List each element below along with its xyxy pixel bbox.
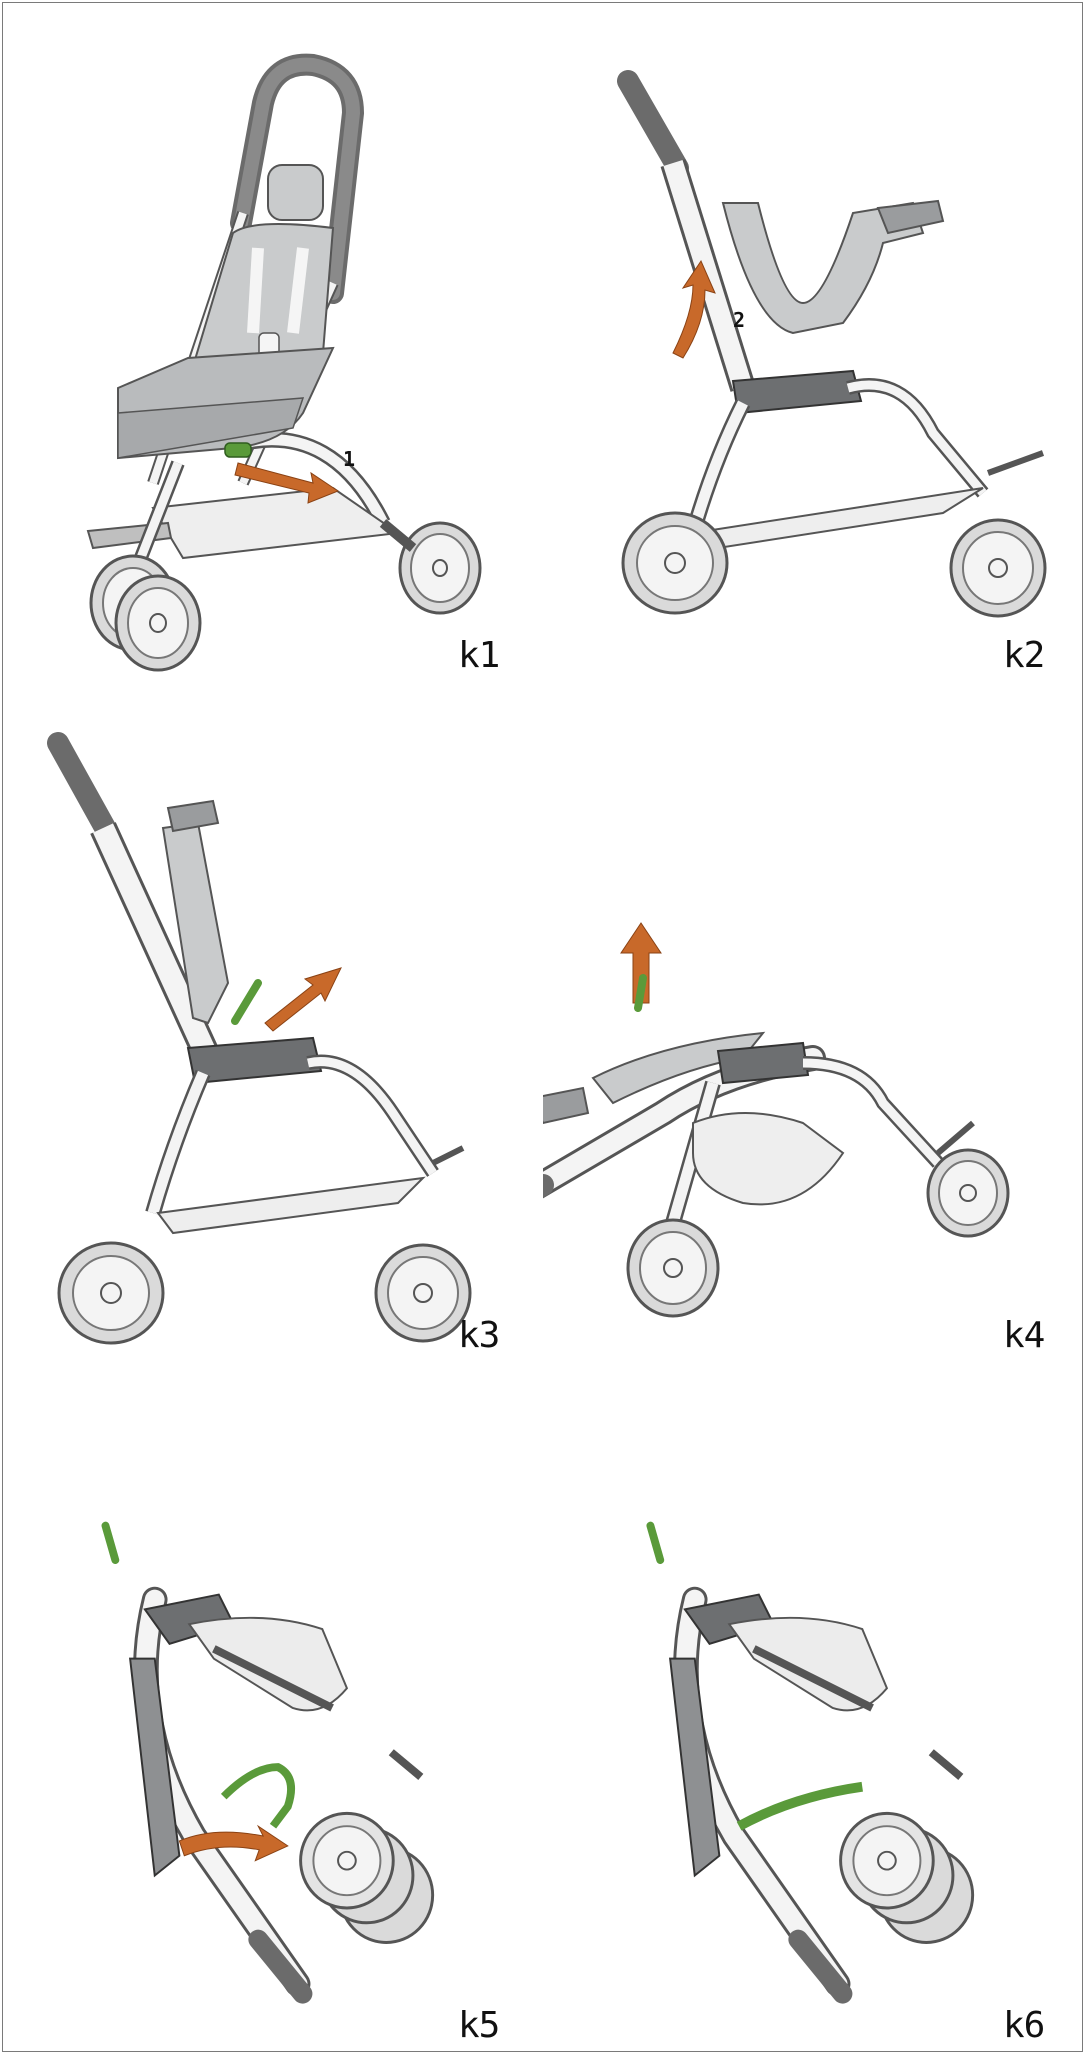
panel-k6: k6 [543,1363,1083,2046]
step-label: k2 [1003,635,1045,676]
action-arrow-slide [234,462,340,504]
step-label: k5 [458,2005,500,2046]
stroller-folded-strap-illustration [101,1521,435,2004]
basket [156,1176,426,1235]
rear-wheel [398,521,482,615]
callout-number: 2 [733,308,746,332]
step-label: k1 [458,635,500,676]
panel-k4: k4 [543,683,1083,1363]
headrest [267,164,324,221]
rear-wheel [926,1148,1010,1238]
stroller-seat-lifted-illustration [617,70,1047,618]
front-wheel [621,511,729,615]
rear-wheel [949,518,1047,618]
basket [692,1112,845,1206]
green-storage-strap [220,1763,295,1829]
action-arrow-up [620,922,662,1004]
panel-k5: k5 [3,1363,543,2046]
green-release-button [224,442,252,458]
step-label: k6 [1003,2005,1045,2046]
wheel [839,1811,975,1944]
panel-k3: k3 [3,683,543,1363]
front-wheel [626,1218,720,1318]
panel-k2: 2 k2 [543,3,1083,683]
basket [690,487,984,550]
front-wheel [57,1241,165,1345]
seat-base [716,1041,810,1085]
step-label: k4 [1003,1315,1045,1356]
seat-lifted [721,201,925,335]
front-wheel-right [114,574,202,672]
action-arrow-rotate [178,1824,289,1862]
panel-k1: 1 k1 [3,3,543,683]
step-label: k3 [458,1315,500,1356]
callout-number: 1 [343,447,356,471]
green-release-lever [634,974,647,1012]
green-storage-strap-secured [736,1781,863,1831]
action-arrow-lift [672,259,716,359]
stroller-folded-secured-illustration [646,1521,975,2004]
action-arrow-pull [264,967,342,1032]
green-release-lever [231,979,262,1025]
wheel [299,1811,435,1944]
stroller-seat-folded-illustration [47,732,472,1345]
rear-wheel [374,1243,472,1343]
stroller-frame-collapsing-illustration [543,922,1010,1318]
seat-base [186,1036,323,1085]
stroller-unfolded-illustration [86,53,482,672]
